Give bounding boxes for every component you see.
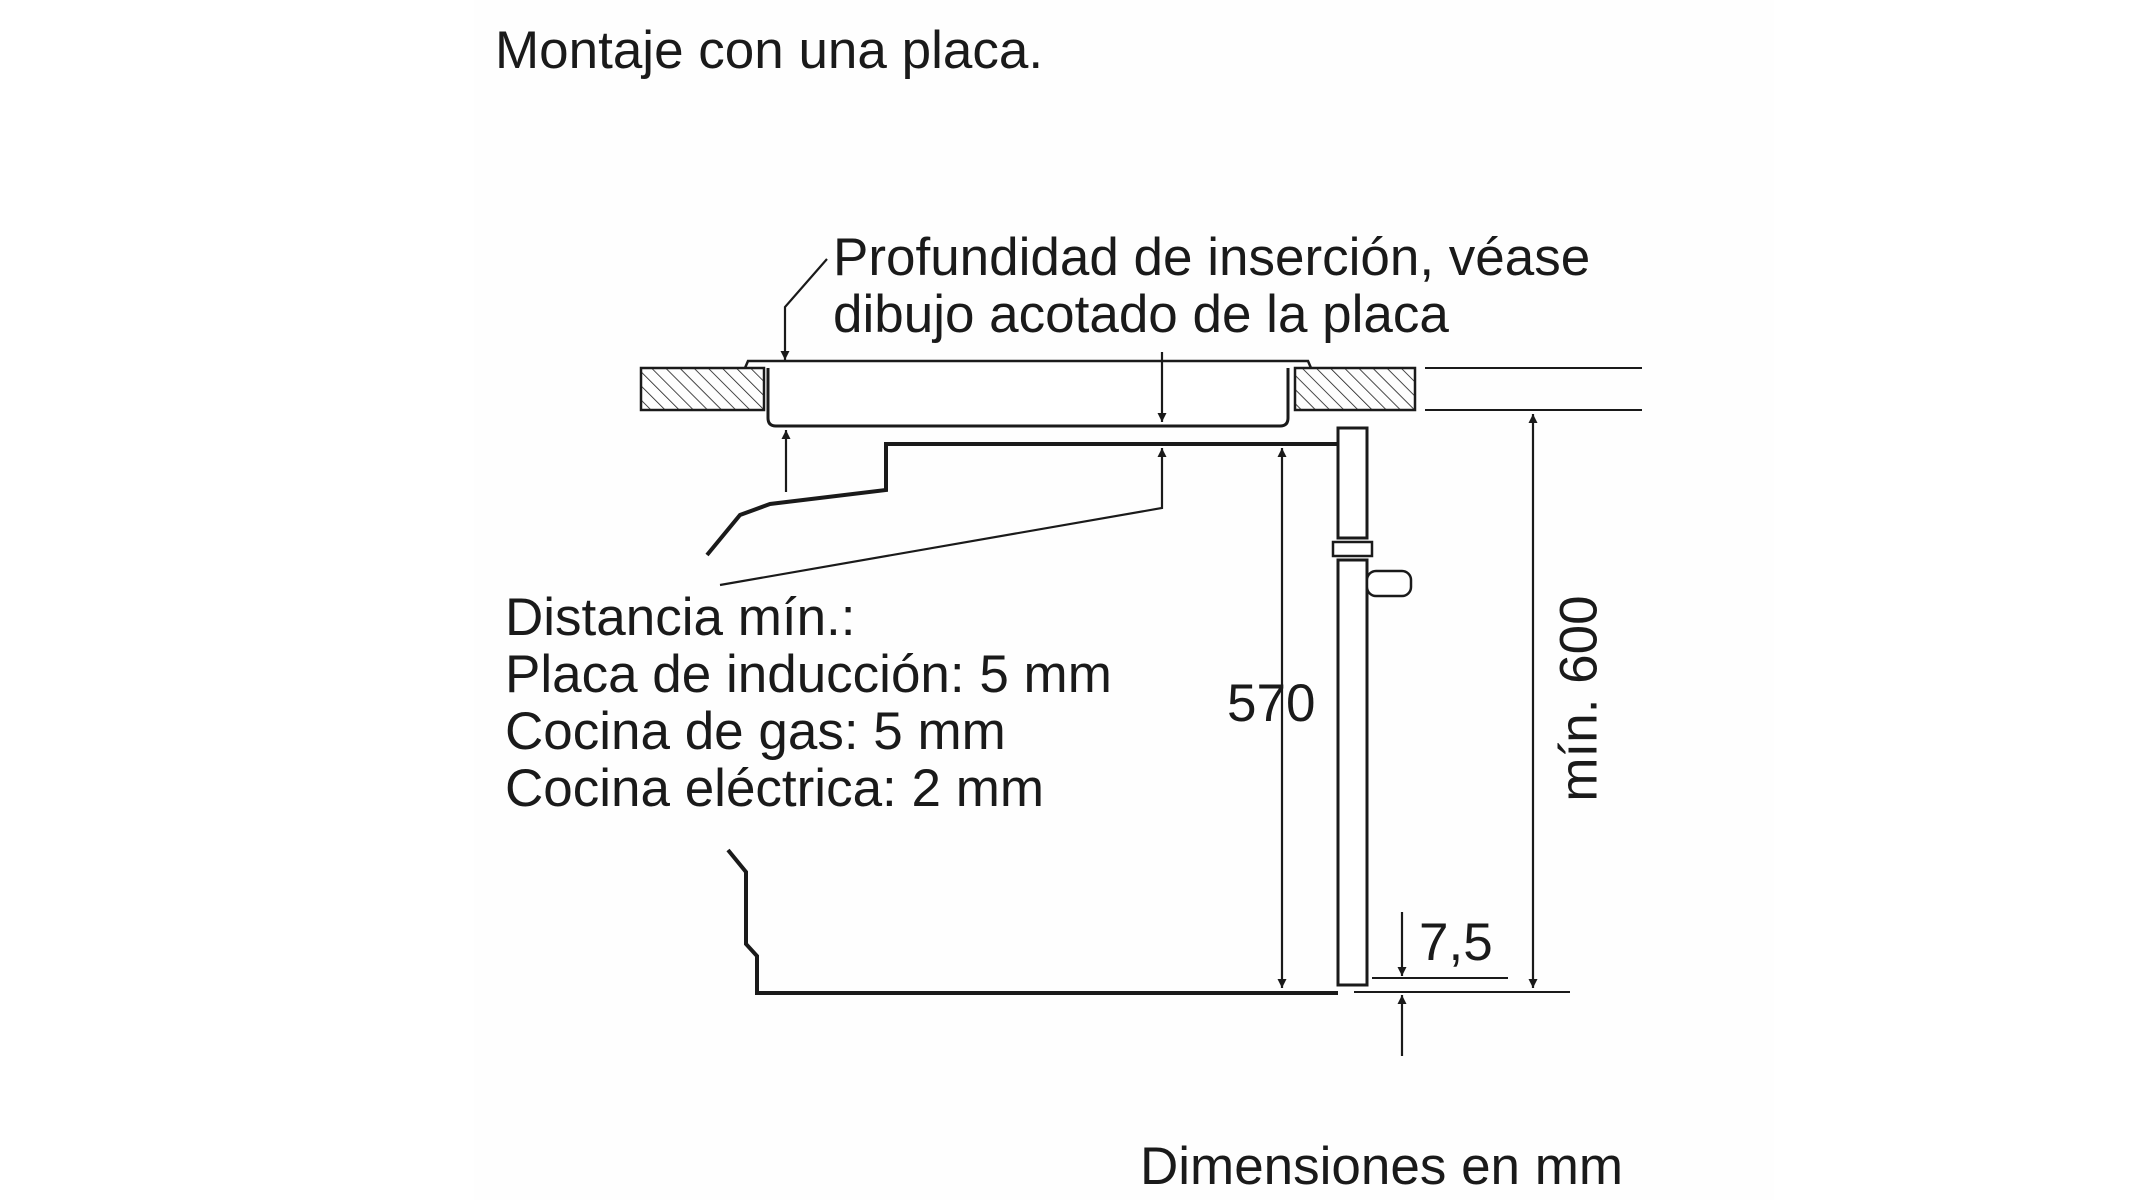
min-distance-electric: Cocina eléctrica: 2 mm	[505, 759, 1045, 818]
units-note: Dimensiones en mm	[1140, 1137, 1624, 1196]
worktop-left	[639, 366, 766, 412]
min-distance-heading: Distancia mín.:	[505, 588, 856, 647]
worktop-right	[1293, 366, 1417, 412]
diagram-title: Montaje con una placa.	[495, 21, 1044, 80]
min-distance-leader	[719, 448, 1167, 587]
depth-note-leader	[780, 258, 828, 360]
oven-knob	[1365, 569, 1413, 598]
insertion-depth-note: Profundidad de inserción, véase dibujo a…	[833, 229, 1590, 343]
min-distance-gas: Cocina de gas: 5 mm	[505, 702, 1006, 761]
oven-height-label: 570	[1227, 674, 1316, 733]
oven-bottom-profile	[726, 848, 1338, 995]
oven-front-trim	[1331, 540, 1374, 558]
hob-body	[766, 368, 1290, 428]
oven-front-lower	[1336, 558, 1369, 987]
niche-height-label: mín. 600	[1550, 589, 1609, 808]
gap-label: 7,5	[1419, 913, 1493, 972]
insertion-depth-note-line1: Profundidad de inserción, véase	[833, 228, 1591, 287]
min-distance-induction: Placa de inducción: 5 mm	[505, 645, 1112, 704]
hob-top-plate	[743, 359, 1313, 369]
min-distance-note: Distancia mín.: Placa de inducción: 5 mm…	[505, 589, 1112, 817]
insertion-depth-note-line2: dibujo acotado de la placa	[833, 285, 1449, 344]
oven-front-upper	[1336, 426, 1369, 540]
oven-top-profile	[705, 442, 1338, 557]
